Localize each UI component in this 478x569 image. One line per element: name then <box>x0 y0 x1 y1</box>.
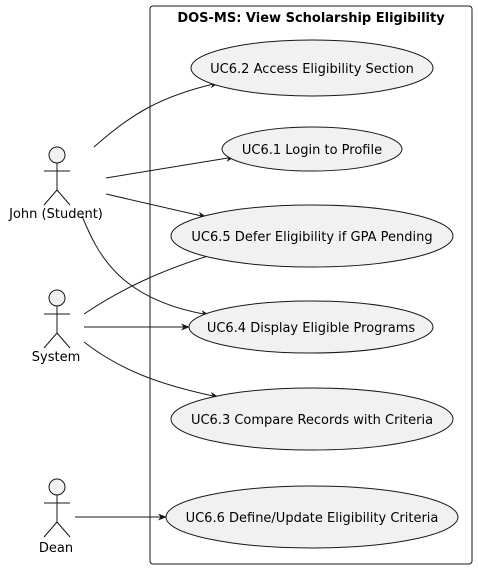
use-case-uc65[interactable]: UC6.5 Defer Eligibility if GPA Pending <box>170 204 454 268</box>
actor-label: John (Student) <box>8 207 103 222</box>
use-case-uc62[interactable]: UC6.2 Access Eligibility Section <box>190 39 434 97</box>
use-case-uc61[interactable]: UC6.1 Login to Profile <box>221 126 403 172</box>
use-case-label: UC6.5 Defer Eligibility if GPA Pending <box>191 230 432 245</box>
use-case-ellipse <box>170 387 454 451</box>
stick-figure-icon <box>43 478 71 538</box>
use-case-ellipse <box>165 485 459 549</box>
use-case-label: UC6.1 Login to Profile <box>242 143 382 158</box>
stick-figure-icon <box>43 289 71 349</box>
use-case-ellipse <box>190 39 434 97</box>
use-case-label: UC6.6 Define/Update Eligibility Criteria <box>186 511 439 526</box>
associations <box>75 81 235 521</box>
actor-student[interactable]: John (Student) <box>8 146 103 222</box>
association-student-uc62 <box>93 81 219 148</box>
association-student-uc64 <box>81 215 210 318</box>
actor-system[interactable]: System <box>32 289 80 365</box>
use-case-uc64[interactable]: UC6.4 Display Eligible Programs <box>188 300 434 354</box>
system-boundary-title: DOS-MS: View Scholarship Eligibility <box>177 11 445 26</box>
use-case-label: UC6.2 Access Eligibility Section <box>210 62 414 77</box>
system-boundary <box>149 5 473 565</box>
association-student-uc61 <box>105 154 235 179</box>
use-case-label: UC6.3 Compare Records with Criteria <box>191 413 433 428</box>
actor-label: Dean <box>39 541 73 556</box>
actor-label: System <box>32 350 80 365</box>
stick-figure-icon <box>43 146 71 206</box>
use-case-ellipse <box>188 300 434 354</box>
use-case-ellipse <box>221 126 403 172</box>
association-system-uc65 <box>83 251 219 315</box>
actor-dean[interactable]: Dean <box>39 478 73 556</box>
association-student-uc65 <box>105 193 207 219</box>
use-case-uc63[interactable]: UC6.3 Compare Records with Criteria <box>170 387 454 451</box>
use-case-uc66[interactable]: UC6.6 Define/Update Eligibility Criteria <box>165 485 459 549</box>
use-case-ellipse <box>170 204 454 268</box>
use-case-label: UC6.4 Display Eligible Programs <box>207 321 416 336</box>
association-system-uc63 <box>83 341 219 399</box>
